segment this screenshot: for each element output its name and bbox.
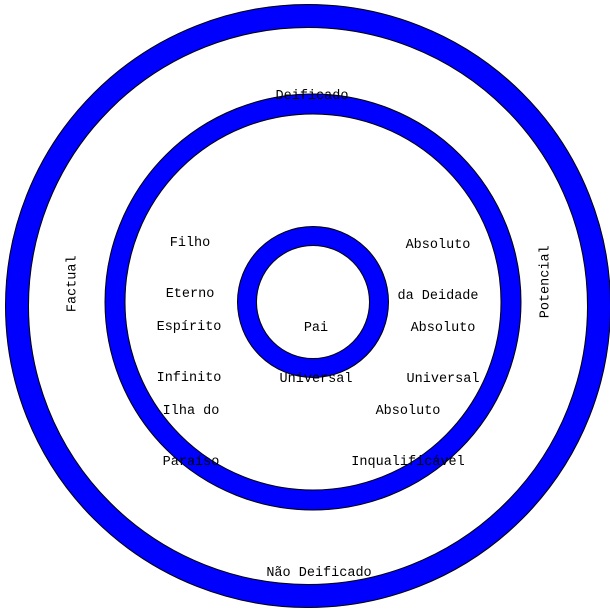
middle-ring	[105, 94, 521, 510]
label-ilha-do-paraiso: Ilha do Paraíso	[162, 404, 220, 470]
label-espirito-infinito: Espírito Infinito	[156, 320, 222, 386]
outer-ring	[6, 5, 610, 607]
label-nao-deificado: Não Deificado	[266, 566, 372, 581]
label-absoluto-da-deidade: Absoluto da Deidade	[397, 238, 479, 304]
inner-ring	[238, 227, 388, 377]
label-pai-universal: Pai Universal	[279, 321, 353, 387]
label-potencial: Potencial	[538, 245, 554, 319]
label-absoluto-inqualificavel: Absoluto Inqualificável	[351, 404, 465, 470]
label-filho-eterno: Filho Eterno	[165, 236, 215, 302]
label-deificado: Deificado	[275, 89, 349, 104]
label-absoluto-universal: Absoluto Universal	[406, 321, 480, 387]
label-factual: Factual	[65, 255, 81, 313]
